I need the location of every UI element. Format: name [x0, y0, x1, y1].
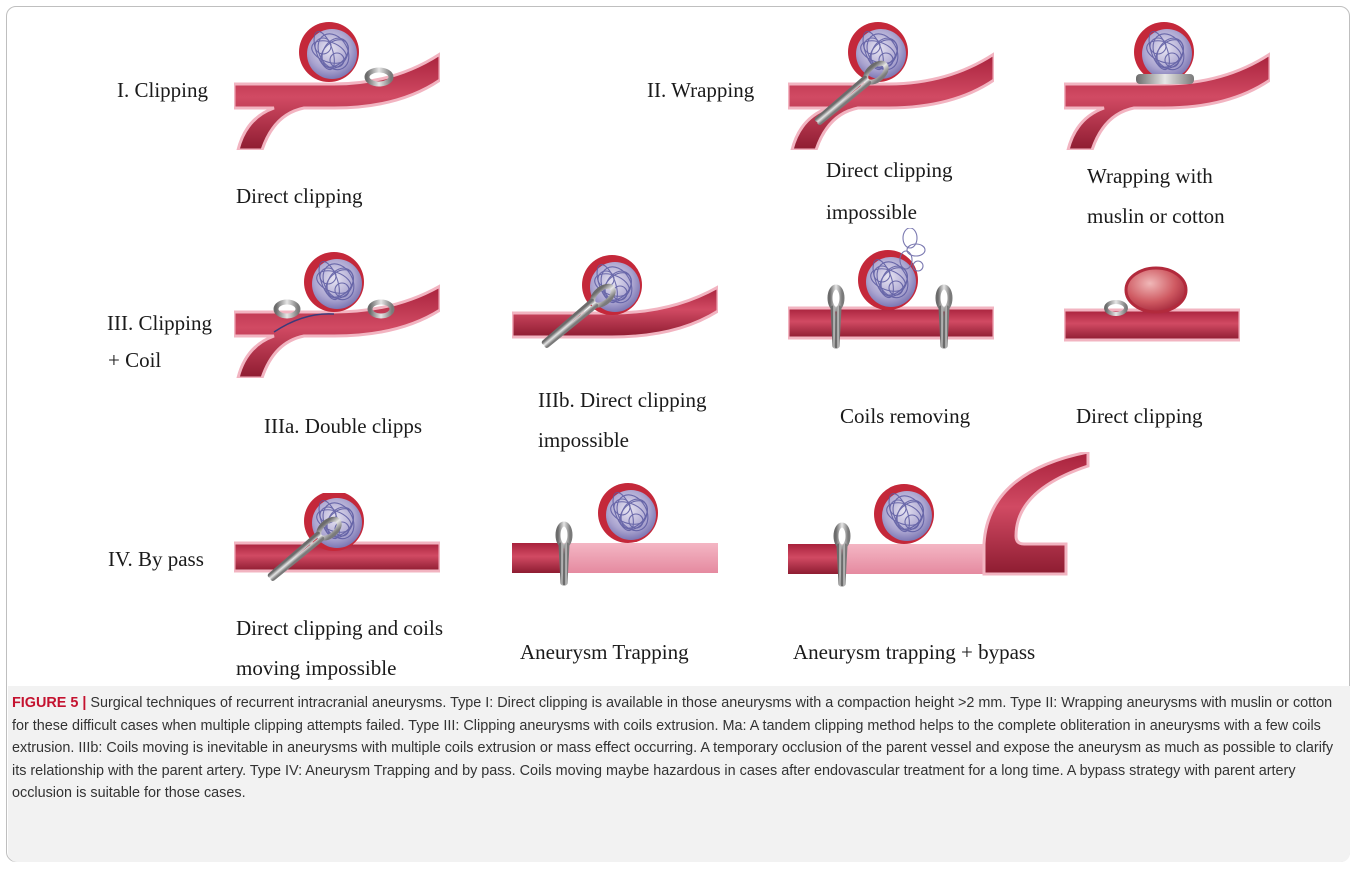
direct-clipping-impossible-label-line1: Direct clipping: [826, 154, 953, 186]
direct-clipping-illustration-1: [234, 22, 440, 150]
iiib-label-line2: impossible: [538, 424, 629, 456]
figure-caption: FIGURE 5 | Surgical techniques of recurr…: [12, 692, 1342, 805]
type-i-label: I. Clipping: [117, 74, 208, 106]
coils-moving-impossible-label-line2: moving impossible: [236, 652, 396, 684]
direct-clipping-label-1: Direct clipping: [236, 180, 363, 212]
type-iv-label: IV. By pass: [108, 543, 204, 575]
wrapping-muslin-illustration: [1064, 22, 1270, 150]
direct-clipping-label-2: Direct clipping: [1076, 400, 1203, 432]
caption-body: Surgical techniques of recurrent intracr…: [12, 695, 1333, 801]
double-clipps-label: IIIa. Double clipps: [264, 410, 422, 442]
iiib-illustration: [512, 255, 718, 355]
aneurysm-trapping-illustration: [512, 465, 718, 595]
direct-clipping-impossible-illustration: [788, 22, 994, 150]
iiib-label-line1: IIIb. Direct clipping: [538, 384, 707, 416]
aneurysm-trapping-bypass-illustration: [788, 452, 1092, 598]
type-iii-label-line1: III. Clipping: [107, 307, 212, 339]
coils-moving-impossible-illustration: [234, 493, 440, 587]
wrapping-muslin-label-line2: muslin or cotton: [1087, 200, 1225, 232]
direct-clipping-impossible-label-line2: impossible: [826, 196, 917, 228]
aneurysm-trapping-label: Aneurysm Trapping: [520, 636, 689, 668]
wrapping-muslin-label-line1: Wrapping with: [1087, 160, 1213, 192]
double-clipps-illustration: [234, 252, 440, 378]
type-iii-label-line2: + Coil: [108, 344, 161, 376]
coils-removing-illustration: [788, 228, 994, 390]
type-ii-label: II. Wrapping: [647, 74, 754, 106]
caption-label: FIGURE 5 |: [12, 695, 86, 711]
direct-clipping-illustration-2: [1064, 262, 1240, 352]
coils-removing-label: Coils removing: [840, 400, 970, 432]
coils-moving-impossible-label-line1: Direct clipping and coils: [236, 612, 443, 644]
aneurysm-trapping-bypass-label: Aneurysm trapping + bypass: [793, 636, 1035, 668]
